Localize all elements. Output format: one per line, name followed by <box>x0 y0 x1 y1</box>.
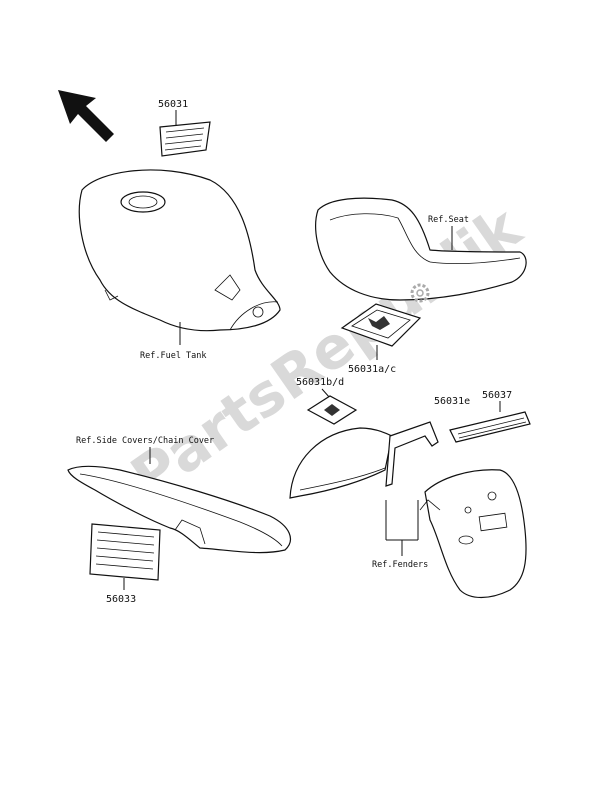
label-56031e: 56031e <box>434 396 470 407</box>
part-56031e: 56031e <box>434 396 470 407</box>
side-covers-chain-cover: Ref.Side Covers/Chain Cover <box>67 436 291 554</box>
label-side-covers: Ref.Side Covers/Chain Cover <box>76 436 214 446</box>
fenders: Ref.Fenders <box>289 421 527 599</box>
direction-arrow-icon <box>58 90 114 142</box>
part-56031a-c: 56031a/c <box>340 303 422 375</box>
label-fenders: Ref.Fenders <box>372 560 428 570</box>
part-56031b-d: 56031b/d <box>296 377 358 425</box>
label-seat: Ref.Seat <box>428 215 469 225</box>
seat: Ref.Seat <box>315 197 527 303</box>
label-fuel-tank: Ref.Fuel Tank <box>140 351 207 361</box>
part-56037: 56037 <box>449 390 531 443</box>
label-56037: 56037 <box>482 390 512 401</box>
label-56031: 56031 <box>158 99 188 110</box>
gear-icon <box>410 283 430 303</box>
label-56033: 56033 <box>106 594 136 605</box>
part-56031: 56031 <box>158 99 211 157</box>
label-56031b-d: 56031b/d <box>296 377 344 388</box>
part-56033: 56033 <box>89 523 161 605</box>
fuel-tank: Ref.Fuel Tank <box>78 169 281 361</box>
label-56031a-c: 56031a/c <box>348 364 396 375</box>
